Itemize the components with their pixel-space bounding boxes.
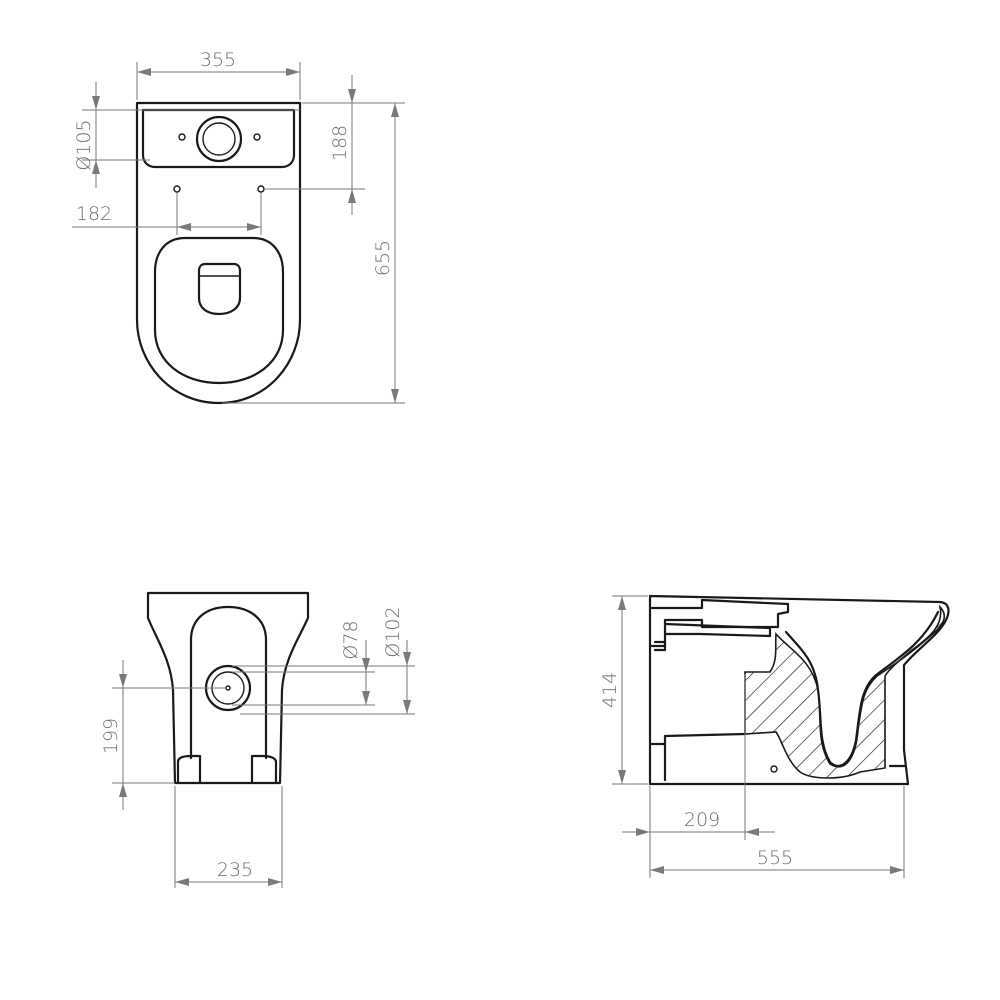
dim-width-label: 355 <box>200 49 236 71</box>
top-view-body-outline <box>135 101 302 405</box>
top-view: 355 Ø105 188 182 <box>72 49 405 405</box>
dim-total-depth-label: 555 <box>757 847 793 869</box>
dim-height: 414 <box>599 595 648 785</box>
side-view-fixing-hole <box>770 765 778 773</box>
side-view-bowl-cavity <box>784 610 940 767</box>
dim-outlet-height-label: 199 <box>100 718 122 754</box>
dim-total-length: 655 <box>222 102 405 404</box>
dim-base-width: 235 <box>174 786 283 888</box>
dim-inlet-dia-102: Ø102 <box>232 606 415 715</box>
dim-inlet-dia-78-label: Ø78 <box>340 620 362 659</box>
dim-outlet-dia-label: Ø105 <box>73 119 95 170</box>
cistern-bolt-right <box>253 133 261 141</box>
top-view-cistern <box>141 108 296 169</box>
flush-button-outer <box>195 115 243 163</box>
dim-total-length-label: 655 <box>372 240 394 276</box>
top-view-bowl-opening <box>197 262 242 316</box>
dim-inlet-dia-78: Ø78 <box>232 620 375 706</box>
front-view-base <box>176 754 278 784</box>
outlet-center-dot <box>225 685 231 691</box>
cistern-bolt-left <box>178 133 186 141</box>
dim-outlet-offset: 209 <box>622 674 775 840</box>
side-view-body-outline <box>648 594 950 786</box>
dim-cistern-depth: 188 <box>264 75 365 215</box>
dim-outlet-height: 199 <box>100 660 226 810</box>
dim-outlet-dia: Ø105 <box>73 82 300 188</box>
top-view-seat <box>153 236 285 385</box>
dim-width: 355 <box>136 49 301 100</box>
dim-fixing-span: 182 <box>72 193 262 235</box>
fixing-hole-right <box>257 185 265 193</box>
side-view: 414 209 555 <box>599 594 950 878</box>
dim-total-depth: 555 <box>649 786 905 878</box>
dim-height-label: 414 <box>599 672 621 708</box>
dim-fixing-span-label: 182 <box>76 203 112 225</box>
side-view-cistern <box>650 598 790 648</box>
front-view: Ø78 Ø102 199 235 <box>100 591 415 888</box>
side-view-trapway-section <box>744 604 946 779</box>
front-view-body-outline <box>146 591 310 785</box>
front-view-trapway <box>189 605 268 760</box>
dim-inlet-dia-102-label: Ø102 <box>382 606 404 657</box>
fixing-hole-left <box>173 185 181 193</box>
dim-outlet-offset-label: 209 <box>684 809 720 831</box>
flush-button-inner <box>202 122 236 156</box>
dim-base-width-label: 235 <box>217 859 253 881</box>
dim-cistern-depth-label: 188 <box>329 125 351 161</box>
